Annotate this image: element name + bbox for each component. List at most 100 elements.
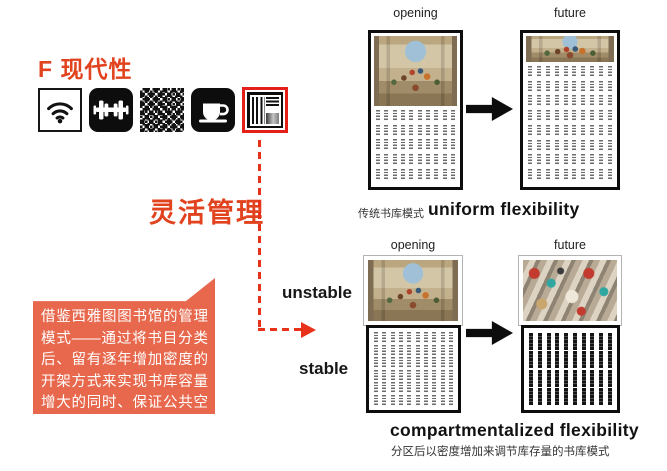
- compact-shelf-unit: [546, 388, 551, 406]
- bookshelf-unit: [450, 169, 455, 181]
- bookshelf-unit: [409, 169, 414, 181]
- amenity-icon-row: [38, 87, 288, 133]
- bookshelf-unit: [572, 95, 577, 107]
- bookshelf-unit: [563, 65, 568, 77]
- bookshelf-unit: [407, 357, 412, 369]
- bookshelf-unit: [442, 169, 447, 181]
- bookshelf-unit: [434, 154, 439, 166]
- wifi-icon: [38, 88, 82, 132]
- bookshelf-unit: [407, 332, 412, 344]
- bookshelf-unit: [392, 109, 397, 121]
- bookshelf-unit: [554, 139, 559, 151]
- bookshelf-unit: [572, 139, 577, 151]
- bookshelf-unit: [425, 169, 430, 181]
- bookshelf-unit: [554, 95, 559, 107]
- bookshelf-unit: [563, 154, 568, 166]
- dumbbell-icon: [89, 88, 133, 132]
- bookshelf-unit: [448, 344, 453, 356]
- bookshelf-unit: [581, 124, 586, 136]
- bookshelf-unit: [528, 80, 533, 92]
- compact-shelf-unit: [607, 332, 612, 350]
- bookshelf-unit: [407, 369, 412, 381]
- compartmentalized-opening-stack-box: [366, 325, 461, 413]
- bookshelf-unit: [545, 124, 550, 136]
- bookshelf-unit: [528, 124, 533, 136]
- bookshelf-unit: [581, 65, 586, 77]
- compact-shelf-unit: [607, 369, 612, 387]
- compact-shelf-unit: [590, 351, 595, 369]
- bookshelf-icon: [242, 87, 288, 133]
- compact-shelf-unit: [598, 388, 603, 406]
- compartmentalized-caption-english: compartmentalized flexibility: [390, 420, 639, 440]
- bookshelf-unit: [537, 80, 542, 92]
- bookshelf-unit: [382, 394, 387, 406]
- bookshelf-unit: [607, 80, 612, 92]
- bookshelf-frame: [247, 92, 283, 128]
- compartmentalized-opening-photo-frame: [363, 255, 463, 326]
- bookshelf-unit: [450, 124, 455, 136]
- compact-shelf-unit: [538, 351, 543, 369]
- bookshelf-unit: [423, 357, 428, 369]
- bookshelf-unit: [572, 110, 577, 122]
- bookshelf-unit: [581, 110, 586, 122]
- bookshelf-unit: [598, 110, 603, 122]
- compact-shelf-unit: [581, 351, 586, 369]
- compact-shelf-unit: [546, 332, 551, 350]
- bookshelf-unit: [581, 139, 586, 151]
- bookshelf-unit: [440, 332, 445, 344]
- bookshelf-unit: [382, 382, 387, 394]
- compact-shelf-unit: [555, 351, 560, 369]
- bookshelf-unit: [537, 169, 542, 181]
- compact-volume-block: [265, 112, 279, 124]
- red-arrowhead-icon: [301, 322, 316, 338]
- compact-shelf-unit: [581, 369, 586, 387]
- bookshelf-unit: [401, 154, 406, 166]
- uniform-caption-english: uniform flexibility: [428, 199, 580, 219]
- compact-shelf-unit: [572, 388, 577, 406]
- bookshelf-unit: [374, 382, 379, 394]
- bookshelf-unit: [572, 65, 577, 77]
- bookshelf-unit: [545, 169, 550, 181]
- bookshelf-unit: [382, 357, 387, 369]
- bookshelf-unit: [415, 382, 420, 394]
- bookshelf-unit: [442, 109, 447, 121]
- bookshelf-unit: [589, 169, 594, 181]
- bookshelf-unit: [563, 169, 568, 181]
- compartmentalized-opening-label: opening: [390, 238, 436, 252]
- bookshelf-unit: [598, 95, 603, 107]
- compact-shelf-unit: [538, 388, 543, 406]
- bookshelf-unit: [432, 344, 437, 356]
- compact-shelf-unit: [607, 351, 612, 369]
- bookshelf-unit: [432, 394, 437, 406]
- bookshelf-unit: [545, 110, 550, 122]
- bookshelf-unit: [432, 382, 437, 394]
- compact-shelf-unit: [555, 388, 560, 406]
- compact-shelf-unit: [529, 351, 534, 369]
- compartmentalized-caption-chinese: 分区后以密度增加来调节库存量的书库模式: [391, 446, 610, 458]
- bookshelf-unit: [448, 357, 453, 369]
- bookshelf-unit: [554, 154, 559, 166]
- bookshelf-unit: [589, 124, 594, 136]
- bookshelf-unit: [417, 139, 422, 151]
- bookshelf-unit: [448, 394, 453, 406]
- compact-shelf-unit: [564, 332, 569, 350]
- bookshelf-unit: [432, 332, 437, 344]
- bookshelf-unit: [425, 139, 430, 151]
- compact-shelf-unit: [529, 332, 534, 350]
- bookshelf-unit: [545, 65, 550, 77]
- bookshelf-unit: [528, 95, 533, 107]
- bookshelf-unit: [407, 394, 412, 406]
- qr-code-icon: [140, 88, 184, 132]
- shelf-grid: [374, 106, 457, 184]
- bookshelf-unit: [598, 124, 603, 136]
- bookshelf-unit: [401, 139, 406, 151]
- bookshelf-unit: [409, 109, 414, 121]
- bookshelf-unit: [401, 124, 406, 136]
- dashed-connector-horizontal: [258, 328, 303, 331]
- bookshelf-unit: [554, 65, 559, 77]
- uniform-opening-label: opening: [393, 6, 438, 20]
- bookshelf-unit: [440, 344, 445, 356]
- bookshelf-unit: [384, 154, 389, 166]
- bookshelf-unit: [415, 344, 420, 356]
- bookshelf-unit: [440, 382, 445, 394]
